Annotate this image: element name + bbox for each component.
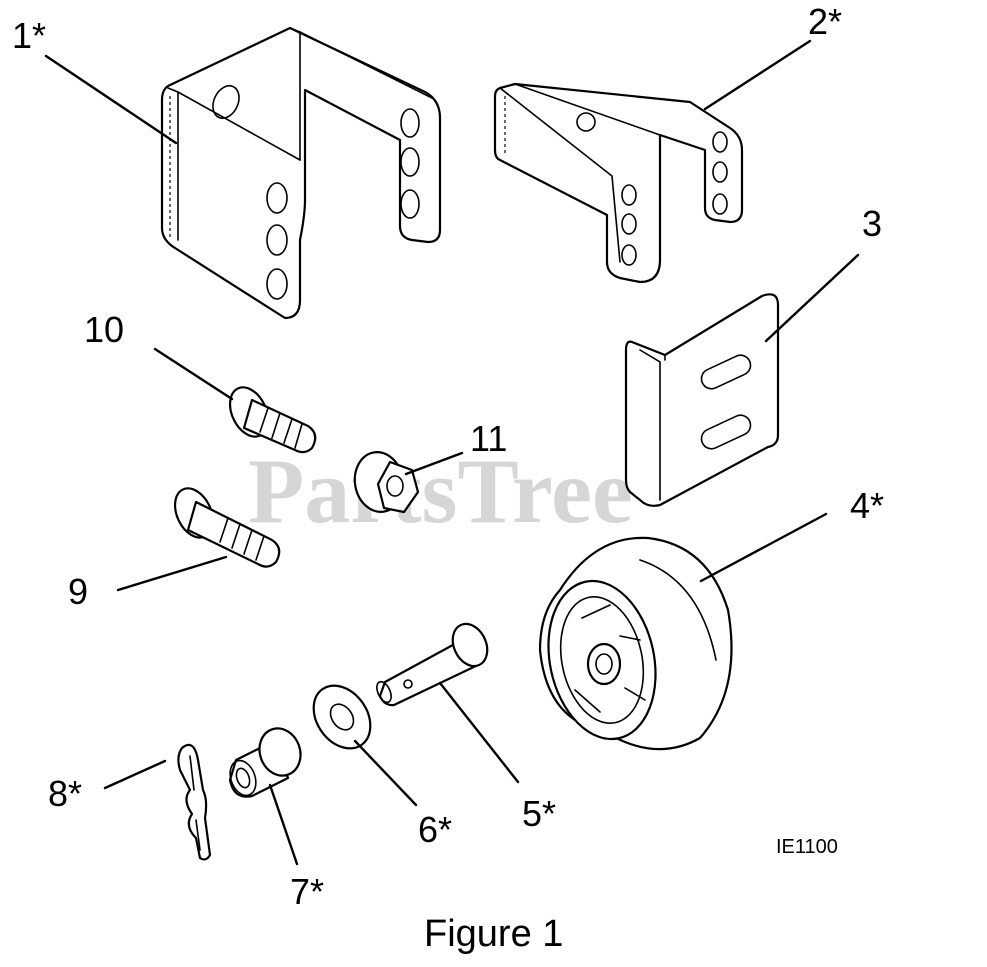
callout-2: 2* bbox=[808, 1, 842, 42]
drawing-code: IE1100 bbox=[776, 836, 838, 858]
part-3-angle-bracket[interactable] bbox=[624, 293, 780, 507]
callout-labels: 1* 2* 3 4* 5* 6* 7* 8* 9 10 11 bbox=[12, 1, 884, 912]
leader-1 bbox=[44, 54, 178, 145]
part-5-clevis-pin[interactable] bbox=[374, 618, 494, 707]
leader-6 bbox=[353, 739, 418, 807]
callout-6: 6* bbox=[418, 809, 452, 850]
part-1-u-bracket[interactable] bbox=[160, 26, 442, 320]
callout-9: 9 bbox=[68, 571, 88, 612]
leader-7 bbox=[268, 783, 299, 866]
leader-2 bbox=[703, 39, 812, 111]
leader-9 bbox=[116, 555, 228, 592]
part-9-long-bolt[interactable] bbox=[168, 482, 281, 568]
part-11-flange-nut[interactable] bbox=[350, 448, 420, 515]
callout-10: 10 bbox=[84, 309, 124, 350]
leader-8 bbox=[103, 759, 167, 790]
part-8-hairpin-clip[interactable] bbox=[177, 743, 212, 861]
part-10-short-bolt[interactable] bbox=[223, 381, 317, 454]
callout-4: 4* bbox=[850, 485, 884, 526]
callout-3: 3 bbox=[862, 203, 882, 244]
part-4-wheel[interactable] bbox=[535, 536, 733, 751]
callout-7: 7* bbox=[290, 871, 324, 912]
part-2-u-bracket[interactable] bbox=[493, 82, 744, 284]
part-7-flange-bushing[interactable] bbox=[226, 723, 307, 799]
callout-1: 1* bbox=[12, 15, 46, 56]
callout-11: 11 bbox=[470, 418, 507, 459]
callout-8: 8* bbox=[48, 773, 82, 814]
figure-caption: Figure 1 bbox=[424, 913, 563, 955]
watermark-text: PartsTree bbox=[248, 440, 633, 542]
leader-10 bbox=[153, 347, 234, 401]
leader-3 bbox=[764, 253, 860, 343]
leader-5 bbox=[438, 681, 520, 784]
leader-4 bbox=[699, 512, 828, 583]
leader-11 bbox=[404, 451, 464, 476]
leader-lines bbox=[44, 39, 860, 866]
callout-5: 5* bbox=[522, 793, 556, 834]
watermark-logo: PartsTree TM bbox=[248, 440, 731, 542]
part-6-washer[interactable] bbox=[302, 675, 382, 759]
